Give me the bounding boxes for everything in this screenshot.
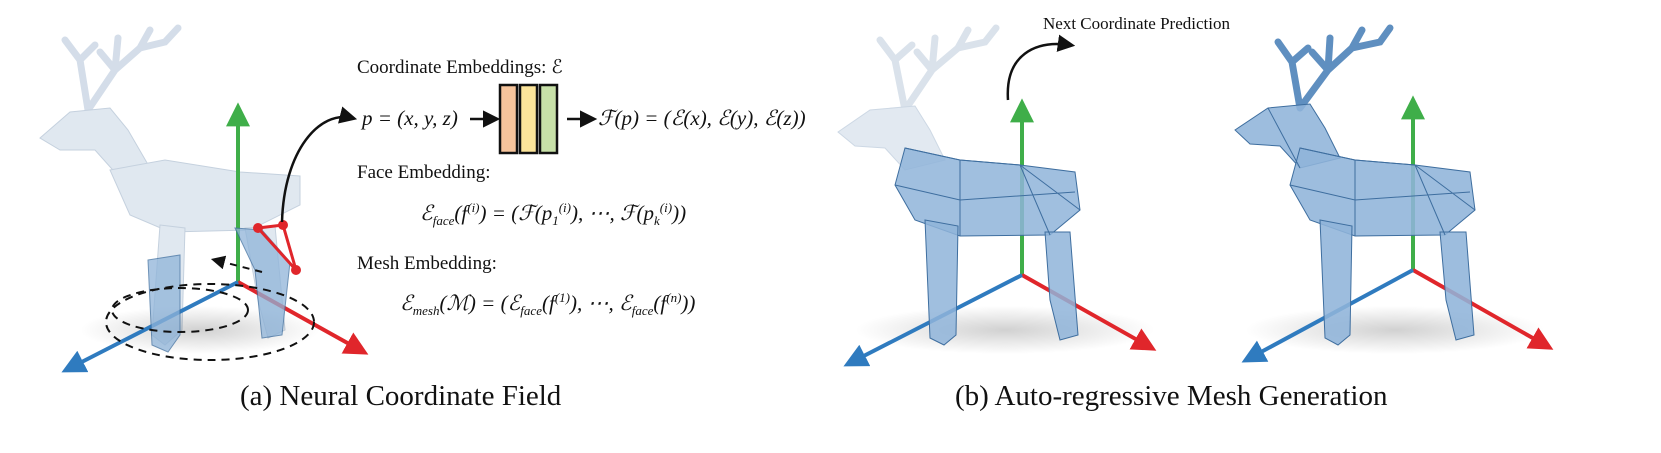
deer-full-mesh: [1234, 24, 1476, 346]
mesh-embedding-formula: ℰmesh(ℳ) = (ℰface(f(1)), ⋯, ℰface(f(n))): [400, 290, 695, 319]
face-p1-sup: (i): [558, 200, 572, 215]
orbit-arrow: [210, 255, 263, 273]
mesh-lhs-symbol: ℰ: [400, 291, 413, 315]
mesh-sup-1: (1): [554, 290, 570, 305]
face-lhs-sup: (i): [467, 200, 480, 215]
mesh-f-n: (f: [653, 291, 667, 315]
ground-shadow-c: [1245, 306, 1545, 354]
face-lhs-symbol: ℰ: [420, 201, 433, 225]
highlighted-face: [253, 220, 301, 275]
embedding-block-z: [538, 83, 559, 155]
face-p1-sub: 1: [552, 213, 559, 229]
mesh-lhs-sub: mesh: [412, 303, 440, 319]
face-pk-sup: (i): [659, 200, 673, 215]
mesh-face-sub-n: face: [631, 303, 654, 319]
embedding-blocks: [498, 83, 559, 155]
coord-output-formula: ℱ(p) = (ℰ(x), ℰ(y), ℰ(z)): [598, 106, 806, 130]
mesh-rhs-open: (ℳ) = (ℰ: [439, 291, 521, 315]
ground-shadow-b: [855, 306, 1155, 354]
mesh-embedding-heading: Mesh Embedding:: [357, 253, 497, 274]
deer-partial-mesh: [894, 147, 1081, 346]
face-embedding-heading: Face Embedding:: [357, 162, 491, 183]
embedding-block-y: [518, 83, 539, 155]
mesh-face-sub-1: face: [520, 303, 542, 319]
face-embedding-formula: ℰface(f(i)) = (ℱ(p1(i)), ⋯, ℱ(pk(i))): [420, 200, 686, 229]
mesh-sup-n: (n): [666, 290, 682, 305]
deer-ghost-b: [837, 24, 1000, 171]
mesh-rhs-mid: ), ⋯, ℰ: [570, 291, 632, 315]
coord-embedding-heading: Coordinate Embeddings: ℰ: [357, 57, 563, 78]
dashed-orbits: [105, 283, 315, 361]
face-lhs-sub: face: [432, 213, 455, 229]
next-coordinate-arrow: [1006, 34, 1076, 101]
coord-input-formula: p = (x, y, z): [362, 106, 458, 130]
face-to-coord-arrow: [280, 106, 358, 223]
face-rhs-mid: ), ⋯, ℱ(p: [571, 201, 655, 225]
face-lhs-arg: (f: [454, 201, 468, 225]
mesh-rhs-close: )): [681, 291, 696, 315]
face-pk-sub: k: [654, 213, 660, 229]
next-coordinate-label: Next Coordinate Prediction: [1043, 14, 1230, 33]
caption-a: (a) Neural Coordinate Field: [240, 380, 562, 412]
face-rhs-close: )): [672, 201, 687, 225]
embedding-block-x: [498, 83, 519, 155]
caption-b: (b) Auto-regressive Mesh Generation: [955, 380, 1388, 412]
deer-legs-a: [147, 227, 291, 353]
mesh-f-1: (f: [541, 291, 555, 315]
face-rhs-open: ) = (ℱ(p: [479, 201, 553, 225]
